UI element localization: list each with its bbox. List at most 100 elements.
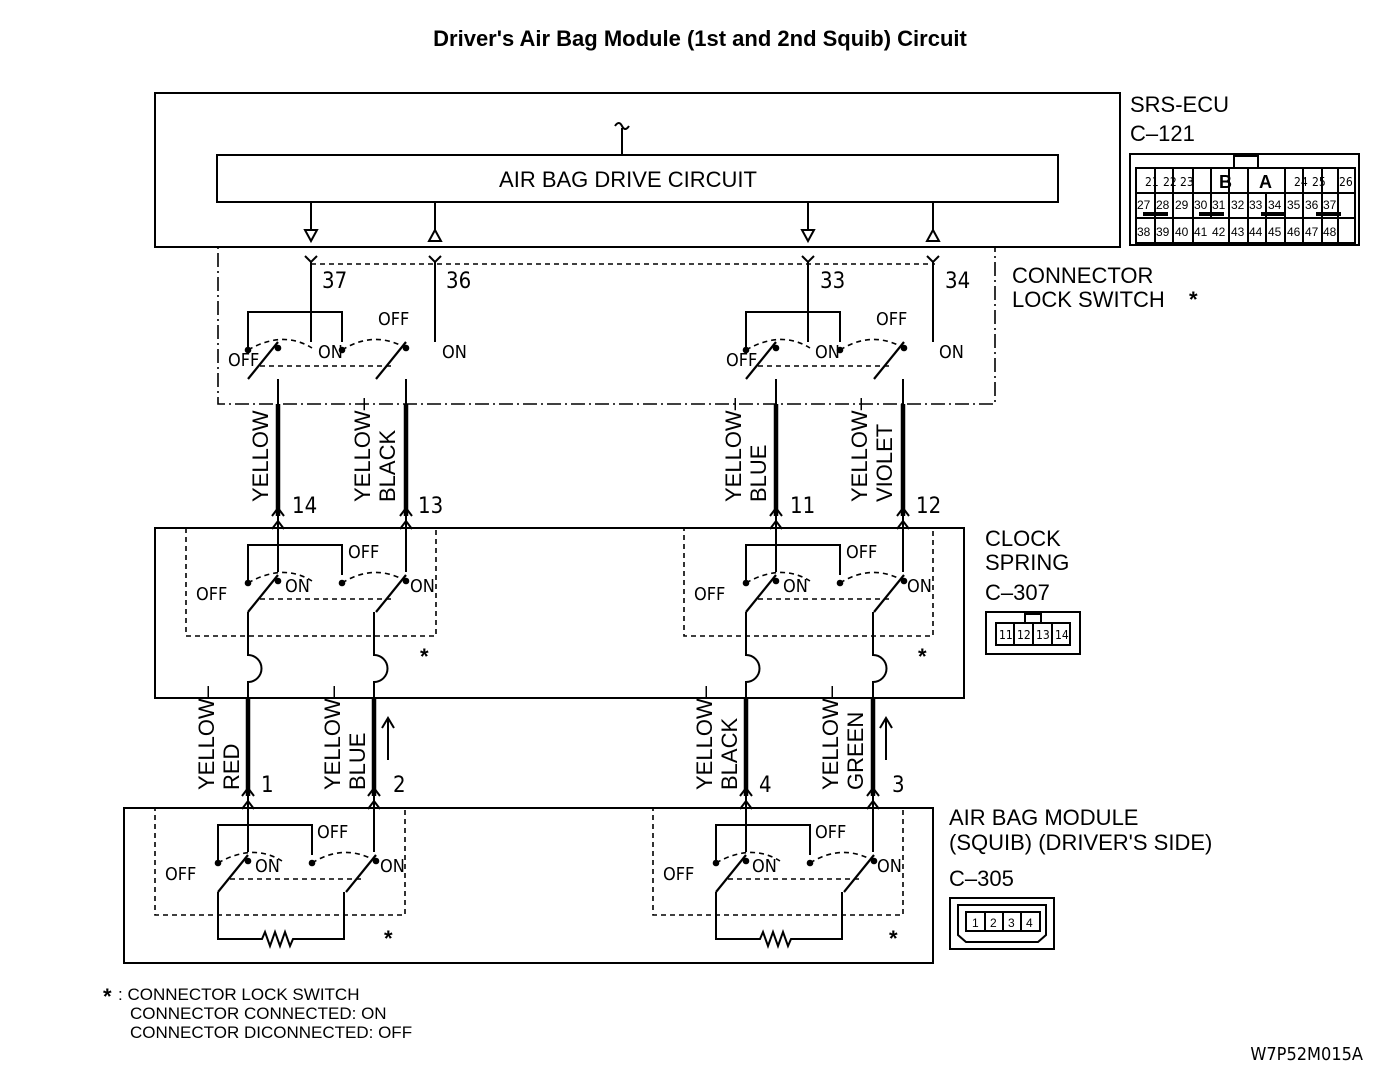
svg-text:33: 33: [1249, 198, 1263, 212]
clock-spring-label-1: CLOCK: [985, 526, 1061, 551]
svg-text:BLACK: BLACK: [375, 430, 400, 502]
svg-text:23: 23: [1180, 175, 1194, 189]
module-star-right: *: [889, 926, 898, 951]
pin-36: 36: [446, 269, 471, 294]
svg-text:YELLOW–: YELLOW–: [721, 397, 746, 502]
svg-text:28: 28: [1156, 198, 1170, 212]
srs-ecu-label: SRS-ECU: [1130, 92, 1229, 117]
svg-text:OFF: OFF: [196, 584, 227, 605]
svg-text:ON: ON: [442, 342, 467, 363]
svg-text:47: 47: [1305, 225, 1319, 239]
module-label-2: (SQUIB) (DRIVER'S SIDE): [949, 830, 1212, 855]
module-switch-left-box: [154, 807, 406, 916]
svg-text:ON: ON: [285, 576, 310, 597]
svg-text:13: 13: [1036, 628, 1050, 642]
svg-text:2: 2: [990, 916, 997, 930]
pin-37: 37: [322, 269, 347, 294]
svg-text:A: A: [1259, 172, 1272, 192]
svg-text:*: *: [103, 984, 112, 1009]
drive-circuit-label: AIR BAG DRIVE CIRCUIT: [499, 167, 757, 192]
clock-spring-connector-label: C–307: [985, 580, 1050, 605]
module-star-left: *: [384, 926, 393, 951]
svg-text:GREEN: GREEN: [843, 712, 868, 790]
svg-text:41: 41: [1194, 225, 1208, 239]
clock-spring-connector-face: 11 12 13 14: [985, 611, 1081, 655]
svg-text:ON: ON: [410, 576, 435, 597]
drive-output-arrows: [303, 202, 941, 244]
lock-switch-state-labels: OFF ON OFF ON OFF ON OFF ON: [228, 309, 964, 371]
svg-text:ON: ON: [318, 342, 343, 363]
svg-text:36: 36: [1305, 198, 1319, 212]
svg-text:RED: RED: [219, 744, 244, 790]
svg-text:ON: ON: [380, 856, 405, 877]
pin-13: 13: [418, 494, 443, 519]
svg-text:42: 42: [1212, 225, 1226, 239]
svg-text:YELLOW: YELLOW: [248, 410, 273, 502]
svg-text:YELLOW–: YELLOW–: [350, 397, 375, 502]
svg-text:OFF: OFF: [317, 822, 348, 843]
svg-text:BLUE: BLUE: [345, 733, 370, 790]
svg-text:ON: ON: [939, 342, 964, 363]
pin-3: 3: [892, 773, 905, 798]
svg-text:22: 22: [1163, 175, 1177, 189]
pin-11: 11: [790, 494, 815, 519]
svg-text:14: 14: [1055, 628, 1069, 642]
module-connector-label: C–305: [949, 866, 1014, 891]
svg-text:OFF: OFF: [663, 864, 694, 885]
diagram-title: Driver's Air Bag Module (1st and 2nd Squ…: [433, 26, 967, 51]
svg-text:BLUE: BLUE: [746, 445, 771, 502]
clock-switch-right-box: [683, 527, 934, 637]
svg-text:27: 27: [1137, 198, 1151, 212]
svg-text:ON: ON: [815, 342, 840, 363]
pin-34: 34: [945, 269, 970, 294]
pin-14: 14: [292, 494, 317, 519]
srs-ecu-connector-label: C–121: [1130, 121, 1195, 146]
svg-text:4: 4: [1026, 916, 1033, 930]
pin-1: 1: [261, 773, 274, 798]
svg-text:35: 35: [1287, 198, 1301, 212]
svg-text:24: 24: [1294, 175, 1308, 189]
svg-text:30: 30: [1194, 198, 1208, 212]
svg-text:43: 43: [1231, 225, 1245, 239]
svg-text:YELLOW–: YELLOW–: [194, 685, 219, 790]
svg-text:21: 21: [1145, 175, 1159, 189]
pin-2: 2: [393, 773, 406, 798]
svg-text:BLACK: BLACK: [717, 718, 742, 790]
svg-text:ON: ON: [907, 576, 932, 597]
air-bag-module-box: [123, 807, 934, 964]
clock-switch-left-box: [185, 527, 437, 637]
svg-text:CONNECTOR CONNECTED: ON: CONNECTOR CONNECTED: ON: [130, 1004, 387, 1023]
svg-text:ON: ON: [752, 856, 777, 877]
svg-text:OFF: OFF: [228, 350, 259, 371]
svg-text:VIOLET: VIOLET: [872, 424, 897, 502]
svg-text:3: 3: [1008, 916, 1015, 930]
svg-text:1: 1: [972, 916, 979, 930]
svg-text:34: 34: [1268, 198, 1282, 212]
svg-text:38: 38: [1137, 225, 1151, 239]
pin-33: 33: [820, 269, 845, 294]
svg-text:45: 45: [1268, 225, 1282, 239]
svg-text:OFF: OFF: [378, 309, 409, 330]
svg-text:25: 25: [1312, 175, 1326, 189]
svg-text:OFF: OFF: [165, 864, 196, 885]
svg-text:48: 48: [1323, 225, 1337, 239]
air-bag-drive-circuit-box: [216, 154, 1059, 203]
svg-text:YELLOW–: YELLOW–: [818, 685, 843, 790]
clock-spring-coils: [247, 612, 888, 698]
lock-switch-star: *: [1189, 287, 1198, 312]
svg-text:OFF: OFF: [694, 584, 725, 605]
pin-4: 4: [759, 773, 772, 798]
lock-switch-label-2: LOCK SWITCH: [1012, 287, 1165, 312]
svg-text:31: 31: [1212, 198, 1226, 212]
figure-code: W7P52M015A: [1250, 1044, 1363, 1065]
srs-ecu-connector-face: 21 22 23 B A 24 25 26 27 28 29 30 31 32 …: [1129, 153, 1360, 246]
clock-star-left: *: [420, 644, 429, 669]
svg-text:26: 26: [1339, 175, 1353, 189]
svg-text:ON: ON: [255, 856, 280, 877]
svg-text:OFF: OFF: [815, 822, 846, 843]
lock-switch-label-1: CONNECTOR: [1012, 263, 1153, 288]
svg-text:YELLOW–: YELLOW–: [692, 685, 717, 790]
svg-text:37: 37: [1323, 198, 1337, 212]
module-switch-state-labels: OFF ON OFF ON OFF ON OFF ON: [165, 822, 902, 885]
